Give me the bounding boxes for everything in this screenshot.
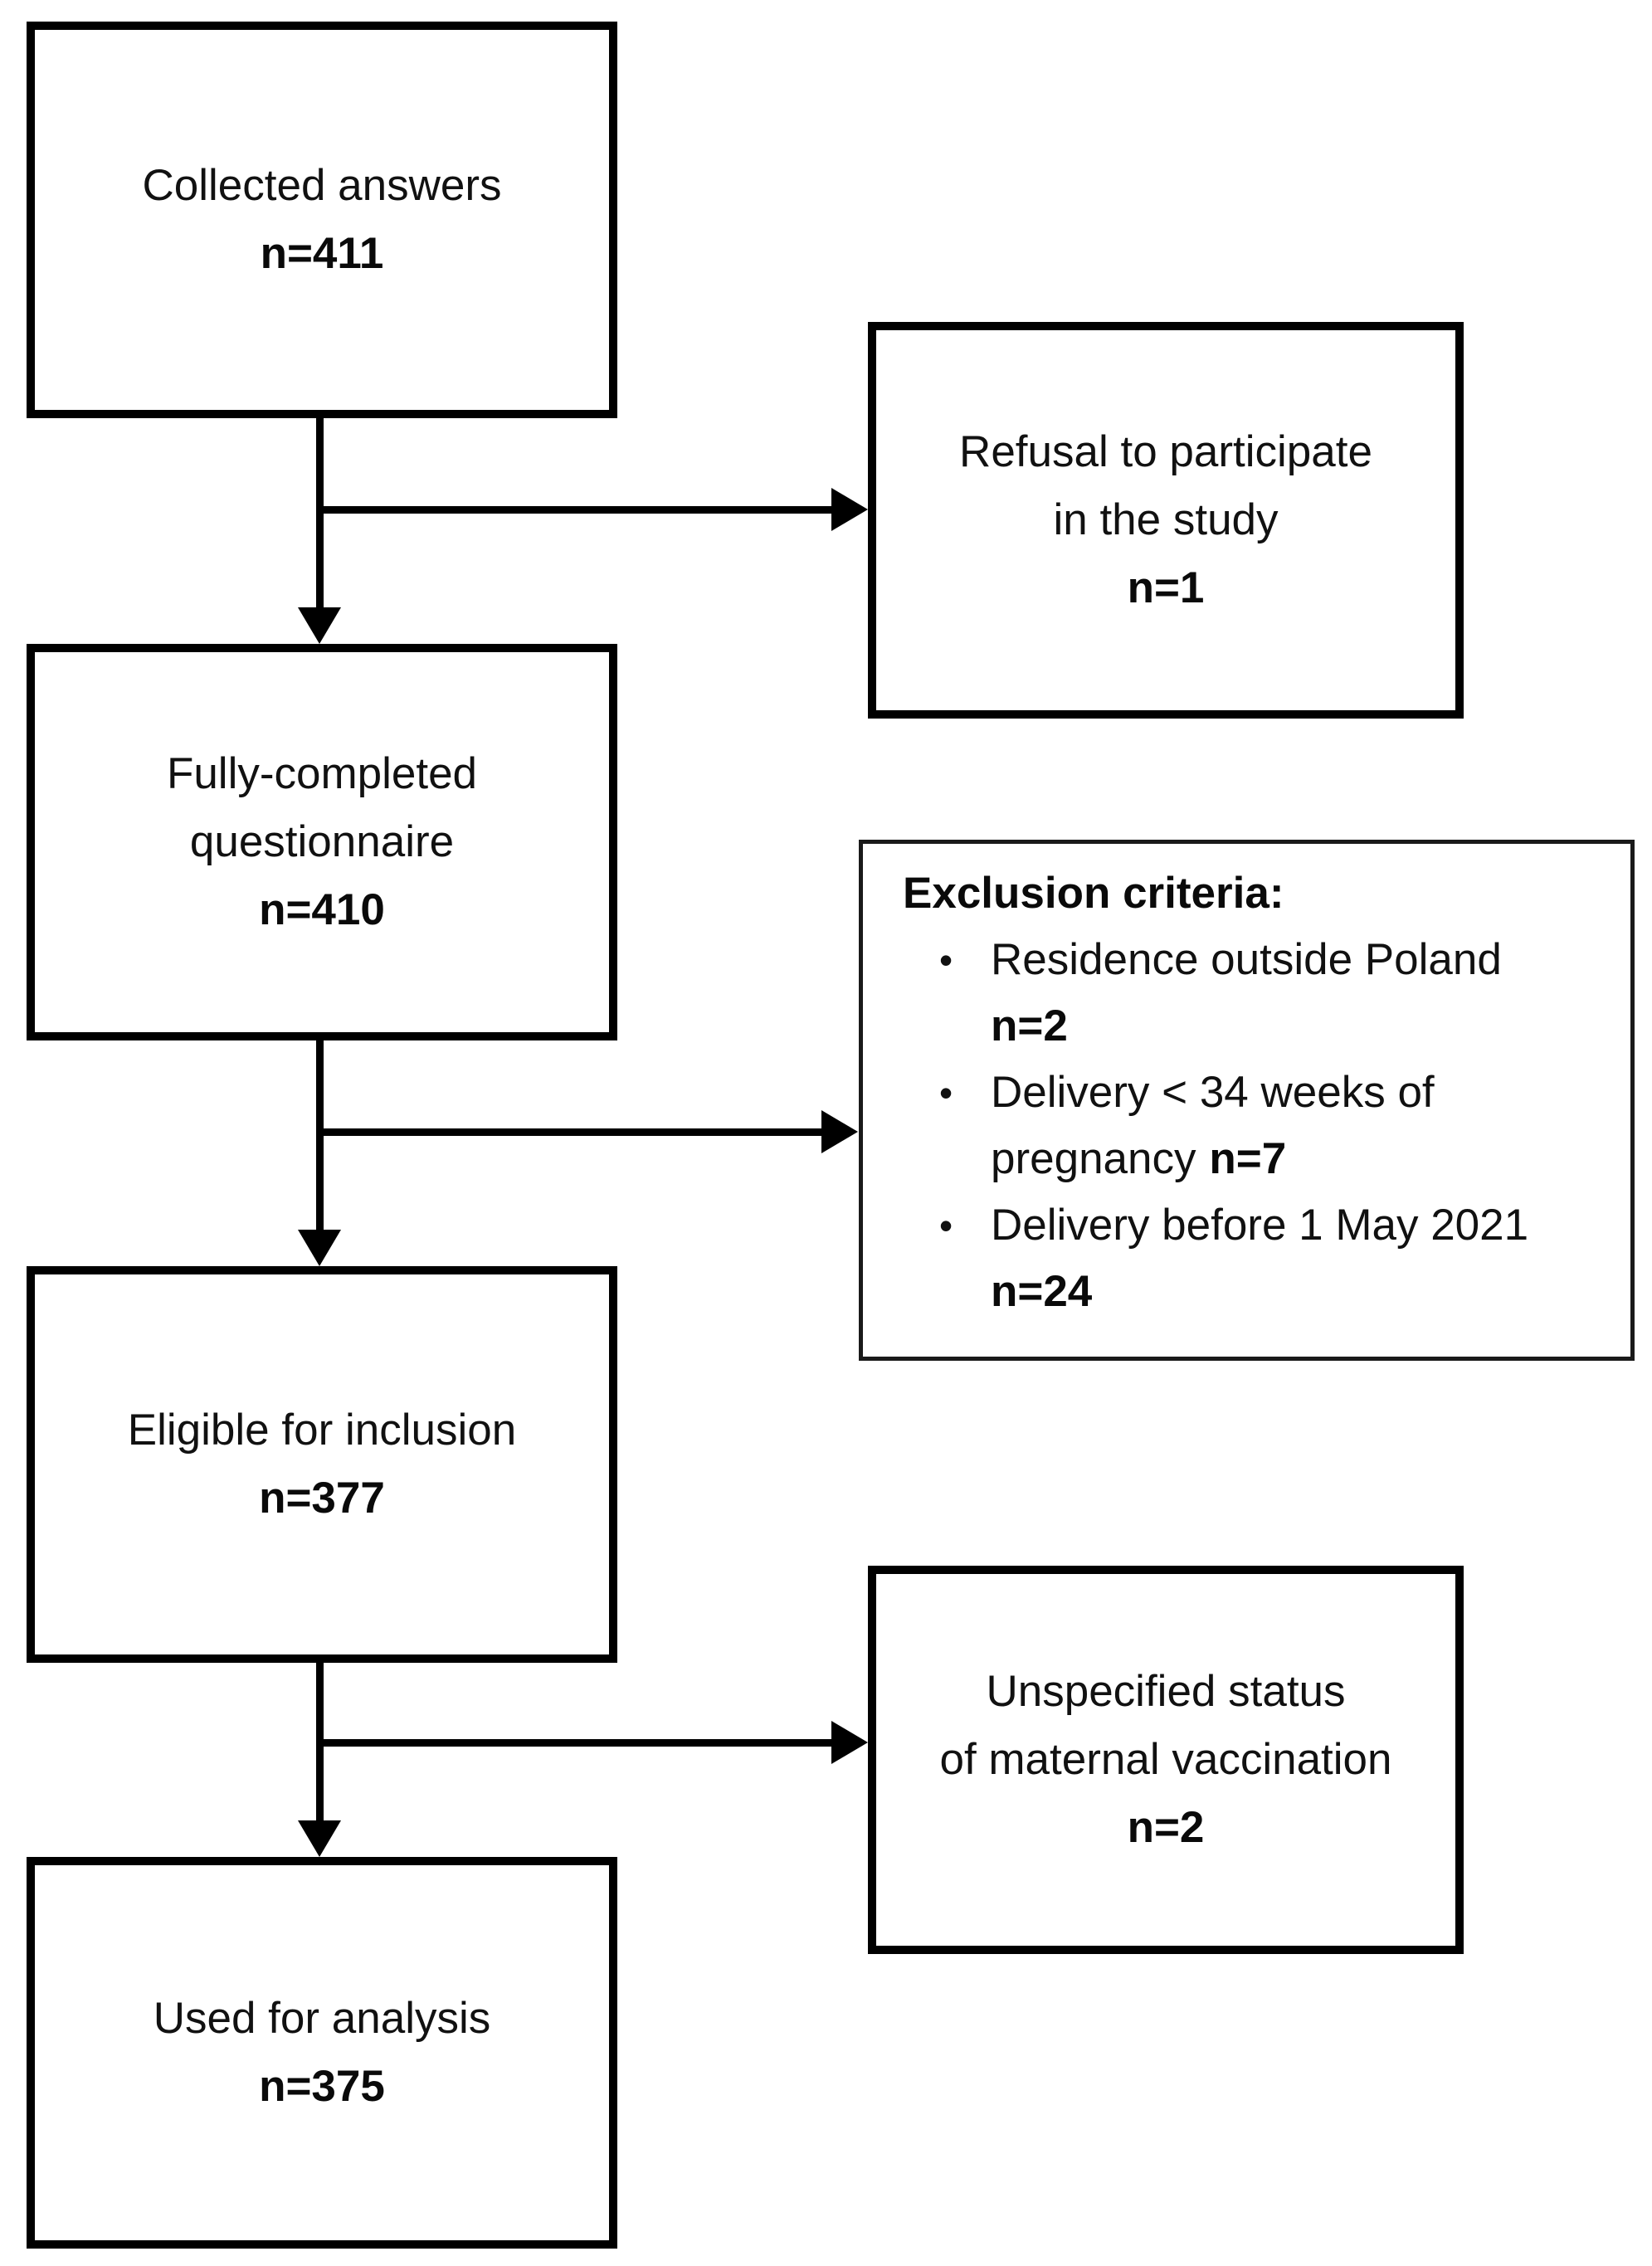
flow-box-collected-answers: Collected answers n=411 [27, 22, 617, 418]
exclusion-item-count: n=2 [991, 1001, 1068, 1050]
bullet-icon: • [939, 938, 953, 982]
connector-branch-to-unspecified [316, 1739, 838, 1747]
arrowhead-down-icon [298, 1230, 341, 1266]
box-count: n=375 [259, 2062, 385, 2111]
exclusion-item-text-wrap: pregnancy [991, 1134, 1196, 1183]
exclusion-item-text: Residence outside Poland [991, 935, 1502, 984]
arrowhead-right-icon [831, 488, 868, 531]
bullet-icon: • [939, 1071, 953, 1114]
flow-box-exclusion-criteria: Exclusion criteria: • Residence outside … [859, 840, 1635, 1361]
box-label: in the study [1053, 495, 1279, 544]
box-label: questionnaire [189, 817, 455, 866]
flow-box-unspecified-vaccination-status: Unspecified status of maternal vaccinati… [868, 1566, 1464, 1954]
box-label: Collected answers [142, 161, 502, 210]
box-label: of maternal vaccination [939, 1735, 1392, 1784]
box-label: Used for analysis [153, 1994, 491, 2043]
box-count: n=1 [1127, 563, 1205, 612]
arrowhead-down-icon [298, 607, 341, 644]
connector-branch-to-refusal [316, 506, 838, 514]
exclusion-title: Exclusion criteria: [903, 869, 1284, 918]
box-label: Fully-completed [166, 749, 478, 798]
box-label: Unspecified status [986, 1667, 1346, 1716]
flow-box-used-for-analysis: Used for analysis n=375 [27, 1857, 617, 2249]
bullet-icon: • [939, 1204, 953, 1247]
exclusion-item-residence: • Residence outside Poland n=2 [863, 927, 1630, 1060]
connector-completed-to-eligible [316, 1040, 324, 1236]
exclusion-item-delivery-weeks: • Delivery < 34 weeks of pregnancy n=7 [863, 1060, 1630, 1192]
box-label: Eligible for inclusion [127, 1406, 517, 1455]
box-count: n=377 [259, 1474, 385, 1523]
arrowhead-down-icon [298, 1820, 341, 1857]
exclusion-item-text: Delivery before 1 May 2021 [991, 1201, 1529, 1250]
exclusion-item-count: n=24 [991, 1267, 1093, 1316]
exclusion-item-count: n=7 [1209, 1134, 1287, 1183]
arrowhead-right-icon [821, 1110, 858, 1153]
exclusion-item-text: pregnancy n=7 [991, 1126, 1630, 1192]
flow-box-refusal-to-participate: Refusal to participate in the study n=1 [868, 322, 1464, 719]
arrowhead-right-icon [831, 1721, 868, 1764]
box-count: n=2 [1127, 1803, 1205, 1852]
box-count: n=411 [260, 229, 384, 278]
connector-collected-to-completed [316, 418, 324, 611]
box-label: Refusal to participate [959, 427, 1372, 476]
exclusion-item-text: Delivery < 34 weeks of [991, 1068, 1435, 1117]
box-count: n=410 [259, 885, 385, 934]
flow-box-fully-completed-questionnaire: Fully-completed questionnaire n=410 [27, 644, 617, 1040]
connector-branch-to-exclusion [316, 1128, 828, 1136]
flow-box-eligible-for-inclusion: Eligible for inclusion n=377 [27, 1266, 617, 1663]
exclusion-item-delivery-date: • Delivery before 1 May 2021 n=24 [863, 1192, 1630, 1325]
